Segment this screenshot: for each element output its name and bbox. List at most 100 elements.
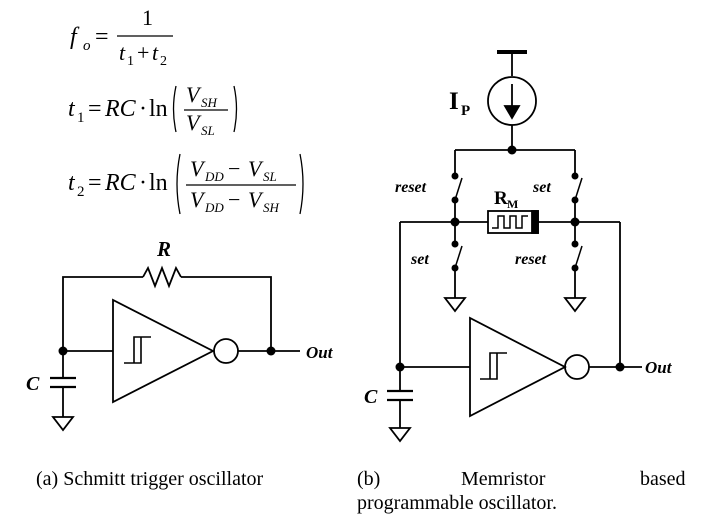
circuit-b-node-sw1b bbox=[451, 196, 459, 204]
circuit-a-capacitor bbox=[50, 376, 76, 389]
circuit-a-node-left bbox=[58, 346, 68, 356]
eq-t1-lhs-sub: 1 bbox=[77, 110, 85, 126]
circuit-a-node-right bbox=[266, 346, 276, 356]
circuit-a-schmitt-triangle bbox=[112, 298, 215, 404]
eq-t2-num-a: V bbox=[190, 156, 206, 181]
eq-t1-equals: = bbox=[88, 96, 102, 122]
circuit-a-hysteresis-icon bbox=[124, 336, 151, 364]
eq-t1-ln: ln bbox=[149, 96, 168, 122]
eq-fo-equals: = bbox=[95, 24, 109, 50]
circuit-a-resistor bbox=[142, 265, 182, 289]
caption-a: (a) Schmitt trigger oscillator bbox=[36, 468, 264, 490]
eq-t2-num-a-sub: DD bbox=[204, 169, 224, 184]
circuit-b-switch-set-bottom bbox=[454, 245, 463, 269]
eq-t1-left-bracket bbox=[172, 85, 177, 133]
circuit-b-node-sw3a bbox=[451, 240, 459, 248]
circuit-b-current-arrow-icon bbox=[503, 105, 521, 120]
circuit-b-ground-bottom-icon bbox=[388, 427, 412, 443]
eq-t1-den-sub: SL bbox=[201, 123, 215, 138]
circuit-a-wire-left-feedback bbox=[62, 276, 143, 351]
eq-t2-num-minus: − bbox=[228, 156, 240, 181]
eq-t2-den-b-sub: SH bbox=[263, 200, 280, 215]
eq-t2-rc: RC bbox=[104, 170, 137, 196]
eq-t2-right-bracket bbox=[299, 153, 304, 215]
circuit-b-switch-reset-top-label: reset bbox=[395, 179, 427, 196]
circuit-b-switch-reset-bottom-label: reset bbox=[515, 251, 547, 268]
eq-t2-ln: ln bbox=[149, 170, 168, 196]
caption-b-part2: Memristor bbox=[461, 468, 546, 490]
circuit-b-switch-reset-top bbox=[454, 177, 463, 201]
circuit-b-memristor-sub: M bbox=[507, 197, 518, 211]
eq-t2-lhs: t bbox=[68, 170, 76, 196]
circuit-b-inverter-bubble bbox=[564, 354, 590, 380]
circuit-b-node-sw3b bbox=[451, 264, 459, 272]
eq-t2-left-bracket bbox=[176, 153, 181, 215]
eq-t1-num: V bbox=[186, 82, 202, 107]
eq-t2-den-a-sub: DD bbox=[204, 200, 224, 215]
circuit-a-output-label: Out bbox=[306, 343, 334, 362]
circuit-a bbox=[50, 265, 300, 432]
circuit-b-schmitt-triangle bbox=[469, 316, 567, 418]
circuit-b-capacitor-label: C bbox=[364, 386, 378, 408]
circuit-b-node-sw4a bbox=[571, 240, 579, 248]
eq-t2-den-b: V bbox=[248, 187, 264, 212]
eq-t1-right-bracket bbox=[233, 85, 238, 133]
eq-t1-rc: RC bbox=[104, 96, 137, 122]
circuit-a-ground-icon bbox=[51, 416, 75, 432]
circuit-a-capacitor-label: C bbox=[26, 373, 40, 395]
circuit-b-capacitor bbox=[387, 389, 413, 402]
circuit-b-node-input bbox=[395, 362, 405, 372]
equation-fo: f o = 1 t 1 + t 2 bbox=[70, 5, 173, 69]
circuit-b-memristor bbox=[487, 210, 539, 234]
eq-t1-den: V bbox=[186, 110, 202, 135]
eq-t2-den-a: V bbox=[190, 187, 206, 212]
eq-fo-den-t2-sub: 2 bbox=[160, 54, 167, 69]
circuit-b-node-sw2a bbox=[571, 172, 579, 180]
eq-t1-num-sub: SH bbox=[201, 95, 218, 110]
circuit-b-ground-left-icon bbox=[443, 297, 467, 313]
eq-fo-plus: + bbox=[137, 40, 149, 65]
circuit-a-resistor-label: R bbox=[156, 237, 171, 261]
circuit-b-node-sw1a bbox=[451, 172, 459, 180]
circuit-b-node-sw2b bbox=[571, 196, 579, 204]
eq-fo-lhs-sub: o bbox=[83, 38, 91, 54]
eq-fo-den-t1-sub: 1 bbox=[127, 54, 134, 69]
circuit-b-switch-set-bottom-label: set bbox=[410, 251, 429, 268]
equation-t1: t 1 = RC · ln V SH V SL bbox=[68, 82, 238, 138]
eq-t2-lhs-sub: 2 bbox=[77, 184, 85, 200]
circuit-b-memristor-zigzag-icon bbox=[492, 215, 528, 229]
circuit-b-current-source-label: I bbox=[449, 88, 459, 115]
circuit-a-wire-right-feedback bbox=[181, 276, 272, 351]
eq-t1-dot: · bbox=[139, 96, 147, 122]
circuit-b bbox=[387, 50, 642, 443]
circuit-b-switch-set-top-label: set bbox=[532, 179, 551, 196]
circuit-b-node-output bbox=[615, 362, 625, 372]
eq-t2-num-b: V bbox=[248, 156, 264, 181]
eq-t1-lhs: t bbox=[68, 96, 76, 122]
equations: f o = 1 t 1 + t 2 t 1 = RC · ln V SH V S… bbox=[68, 5, 304, 215]
equation-t2: t 2 = RC · ln V DD − V SL V DD − V SH bbox=[68, 153, 304, 215]
caption-b-part3: based bbox=[640, 468, 686, 490]
eq-fo-den-t2: t bbox=[152, 40, 159, 65]
eq-t2-num-b-sub: SL bbox=[263, 169, 277, 184]
eq-fo-den-t1: t bbox=[119, 40, 126, 65]
circuit-b-switch-reset-bottom bbox=[574, 245, 583, 269]
circuit-a-inverter-bubble bbox=[213, 338, 239, 364]
circuit-b-node-mem-left bbox=[450, 217, 460, 227]
circuit-b-node-top bbox=[507, 145, 517, 155]
circuit-b-hysteresis-icon bbox=[480, 352, 507, 380]
caption-b-part1: (b) bbox=[357, 468, 381, 490]
eq-t2-equals: = bbox=[88, 170, 102, 196]
circuit-b-memristor-label: R bbox=[494, 188, 508, 209]
circuit-b-switch-set-top bbox=[574, 177, 583, 201]
circuit-b-output-label: Out bbox=[645, 358, 673, 377]
eq-fo-lhs: f bbox=[70, 24, 80, 50]
eq-fo-numerator: 1 bbox=[142, 5, 153, 30]
caption-b-line2: programmable oscillator. bbox=[357, 492, 557, 514]
eq-t2-dot: · bbox=[139, 170, 147, 196]
circuit-b-memristor-polarity bbox=[531, 210, 539, 234]
eq-t2-den-minus: − bbox=[228, 187, 240, 212]
circuit-b-ground-right-icon bbox=[563, 297, 587, 313]
